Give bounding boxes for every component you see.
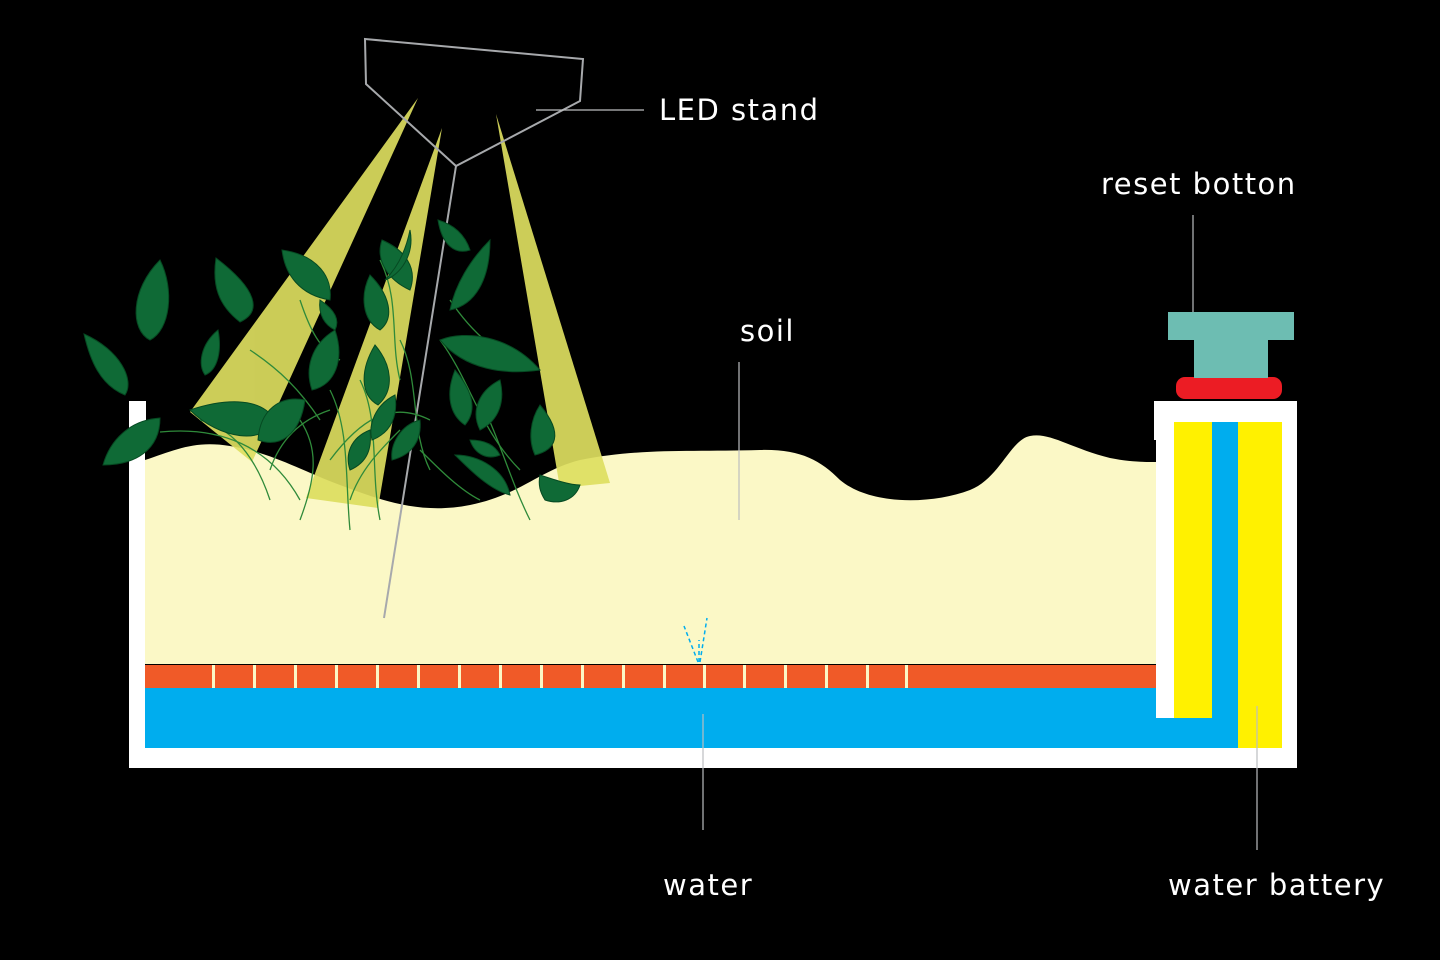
reset-button[interactable] [1168, 312, 1294, 399]
water-label: water [663, 868, 753, 902]
perforated-plate [145, 665, 1156, 688]
reset-button-label: reset botton [1101, 167, 1297, 201]
water-drop-icon [683, 617, 708, 663]
water-battery-label: water battery [1168, 868, 1385, 902]
led-stand-pole [383, 165, 457, 619]
plant-leaves [83, 219, 581, 503]
reset-button-cap [1168, 312, 1294, 378]
led-stand [363, 37, 585, 619]
soil-label: soil [740, 314, 795, 348]
soil [145, 435, 1156, 664]
water-reservoir [145, 422, 1238, 748]
led-stand-label: LED stand [659, 93, 820, 127]
led-lamp-head [363, 37, 585, 168]
reset-button-ring [1176, 377, 1282, 399]
leader-lines [536, 109, 1258, 850]
water-battery [1156, 401, 1297, 748]
